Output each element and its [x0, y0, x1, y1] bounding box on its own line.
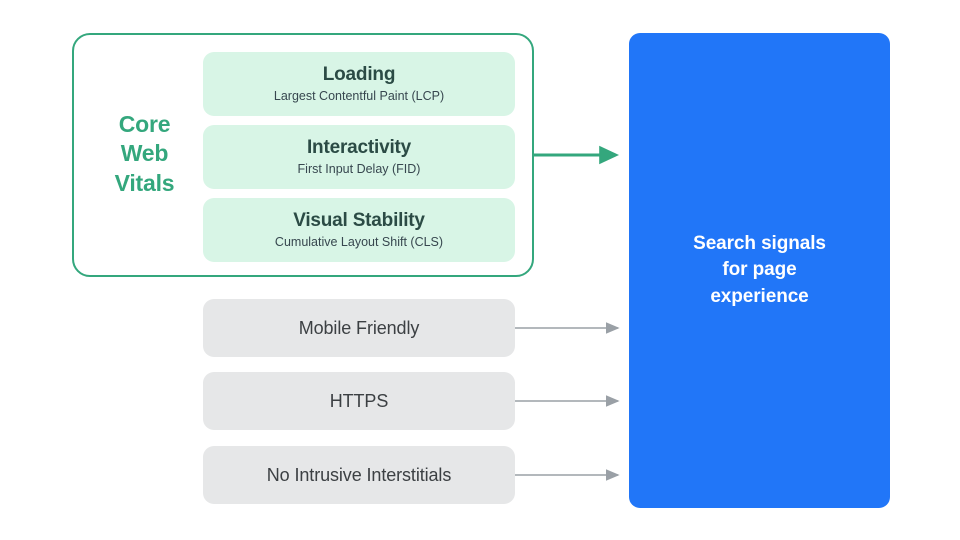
metric-card-visual-stability[interactable]: Visual Stability Cumulative Layout Shift… [203, 198, 515, 262]
signal-label: HTTPS [329, 390, 389, 411]
signal-label: No Intrusive Interstitials [266, 464, 452, 485]
search-signals-panel[interactable]: Search signals for page experience [629, 33, 890, 508]
metric-title: Visual Stability [293, 210, 425, 232]
signal-box-https[interactable]: HTTPS [203, 372, 515, 430]
metric-subtitle: Cumulative Layout Shift (CLS) [274, 235, 444, 250]
metric-card-interactivity[interactable]: Interactivity First Input Delay (FID) [203, 125, 515, 189]
core-web-vitals-group-label: Core Web Vitals [114, 111, 175, 196]
signal-box-mobile-friendly[interactable]: Mobile Friendly [203, 299, 515, 357]
metric-card-loading[interactable]: Loading Largest Contentful Paint (LCP) [203, 52, 515, 116]
search-signals-panel-label: Search signals for page experience [693, 233, 826, 307]
signal-box-no-intrusive-interstitials[interactable]: No Intrusive Interstitials [203, 446, 515, 504]
metric-subtitle: First Input Delay (FID) [297, 162, 421, 177]
signal-label: Mobile Friendly [298, 317, 420, 338]
metric-title: Interactivity [306, 137, 412, 159]
metric-title: Loading [322, 64, 396, 86]
metric-subtitle: Largest Contentful Paint (LCP) [273, 89, 445, 104]
